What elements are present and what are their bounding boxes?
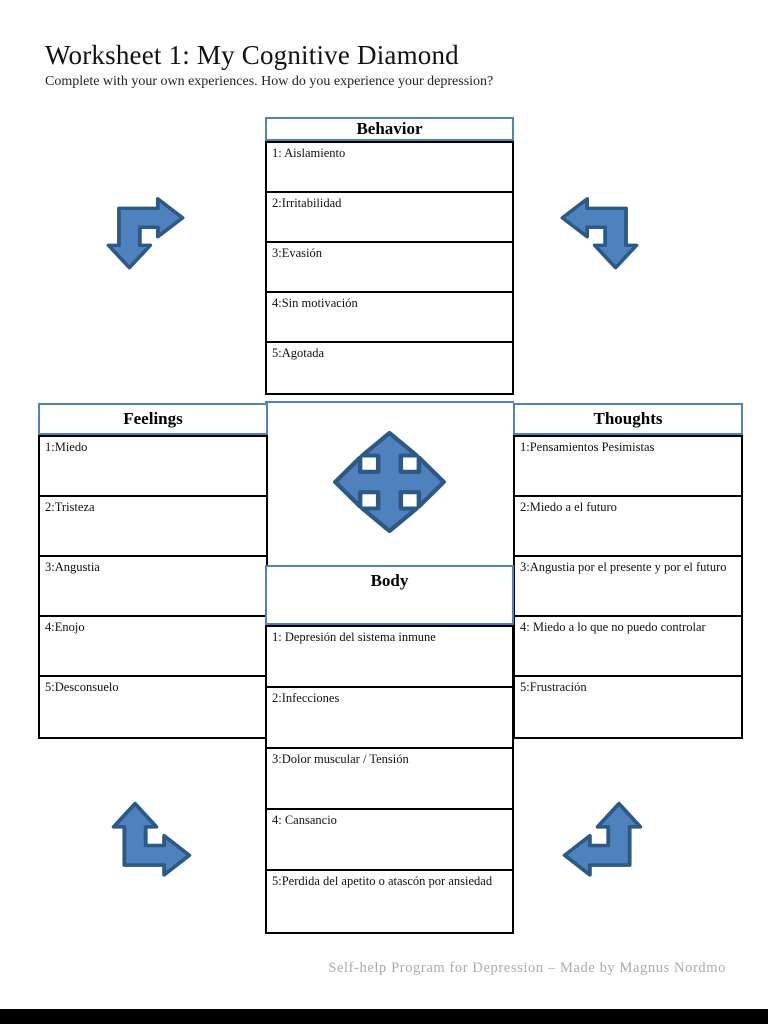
behavior-table-blue-underline xyxy=(265,401,514,403)
page-break-bar xyxy=(0,1009,768,1024)
feelings-row-3: 3:Angustia xyxy=(40,557,266,617)
thoughts-row-1: 1:Pensamientos Pesimistas xyxy=(515,437,741,497)
feelings-row-5: 5:Desconsuelo xyxy=(45,680,119,694)
thoughts-table-body: 1:Pensamientos Pesimistas 2:Miedo a el f… xyxy=(513,435,743,739)
thoughts-row-5: 5:Frustración xyxy=(520,680,587,694)
feelings-row-2: 2:Tristeza xyxy=(40,497,266,557)
behavior-row-2: 2:Irritabilidad xyxy=(267,193,512,243)
feelings-row-4: 4:Enojo xyxy=(40,617,266,677)
elbow-arrow-bottom-left-icon xyxy=(104,793,201,882)
body-row-2: 2:Infecciones xyxy=(267,688,512,749)
body-row-4: 4: Cansancio xyxy=(267,810,512,871)
feelings-table-body: 1:Miedo 2:Tristeza 3:Angustia 4:Enojo 5:… xyxy=(38,435,268,739)
body-table-body: 1: Depresión del sistema inmune 2:Infecc… xyxy=(265,625,514,934)
feelings-table: Feelings 1:Miedo 2:Tristeza 3:Angustia 4… xyxy=(38,403,268,739)
thoughts-table: Thoughts 1:Pensamientos Pesimistas 2:Mie… xyxy=(513,403,743,739)
behavior-row-5: 5:Agotada xyxy=(272,346,325,360)
page-subtitle: Complete with your own experiences. How … xyxy=(45,74,494,89)
body-row-3: 3:Dolor muscular / Tensión xyxy=(267,749,512,810)
behavior-table-header: Behavior xyxy=(265,117,514,141)
body-row-5: 5:Perdida del apetito o atascón por ansi… xyxy=(272,874,493,888)
feelings-row-1: 1:Miedo xyxy=(40,437,266,497)
body-table: Body 1: Depresión del sistema inmune 2:I… xyxy=(265,565,514,934)
elbow-arrow-top-right-icon xyxy=(551,192,646,278)
four-way-arrow-icon xyxy=(333,431,446,533)
page-footer: Self-help Program for Depression – Made … xyxy=(328,960,726,976)
behavior-row-3: 3:Evasión xyxy=(267,243,512,293)
body-table-header: Body xyxy=(265,565,514,625)
page-title: Worksheet 1: My Cognitive Diamond xyxy=(45,40,459,70)
body-row-1: 1: Depresión del sistema inmune xyxy=(267,627,512,688)
feelings-table-header: Feelings xyxy=(38,403,268,435)
elbow-arrow-top-left-icon xyxy=(99,192,194,278)
behavior-row-4: 4:Sin motivación xyxy=(267,293,512,343)
elbow-arrow-bottom-right-icon xyxy=(553,793,650,882)
behavior-table-body: 1: Aislamiento 2:Irritabilidad 3:Evasión… xyxy=(265,141,514,395)
thoughts-row-3: 3:Angustia por el presente y por el futu… xyxy=(515,557,741,617)
thoughts-row-4: 4: Miedo a lo que no puedo controlar xyxy=(515,617,741,677)
thoughts-row-2: 2:Miedo a el futuro xyxy=(515,497,741,557)
behavior-table: Behavior 1: Aislamiento 2:Irritabilidad … xyxy=(265,117,514,395)
thoughts-table-header: Thoughts xyxy=(513,403,743,435)
behavior-row-1: 1: Aislamiento xyxy=(267,143,512,193)
